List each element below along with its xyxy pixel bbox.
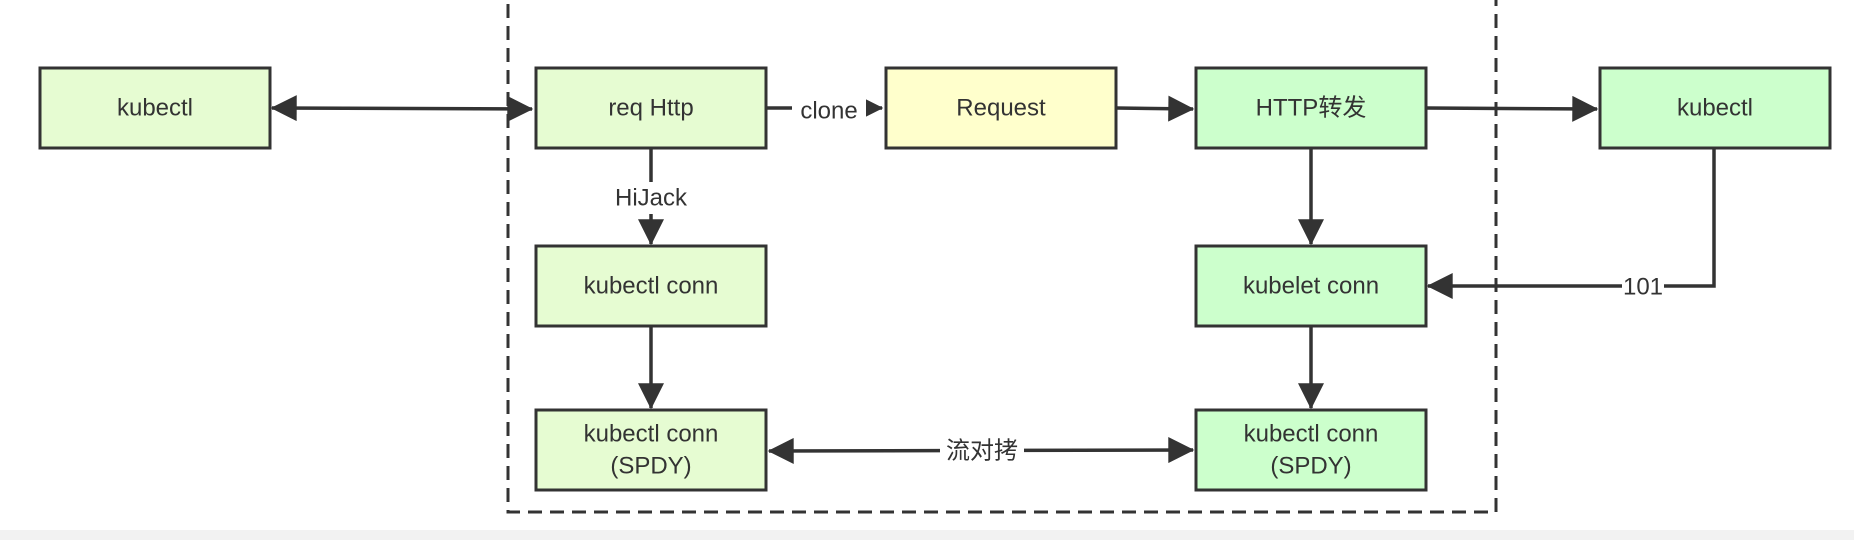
node-kubectl-conn-spdy-right-line2: (SPDY) — [1270, 452, 1351, 479]
edge-label-stream-copy: 流对拷 — [940, 434, 1024, 466]
node-request-label: Request — [956, 94, 1046, 121]
node-kubectl-conn-spdy-left-line2: (SPDY) — [610, 452, 691, 479]
node-kubectl-conn-spdy-right-line1: kubectl conn — [1244, 420, 1379, 447]
node-kubelet-conn-label: kubelet conn — [1243, 272, 1379, 299]
edge-request-http-forward — [1115, 95, 1195, 122]
node-kubectl-target: kubectl — [1598, 66, 1832, 150]
edge-label-clone-text: clone — [800, 97, 857, 124]
node-kubectl-conn-spdy-left-line1: kubectl conn — [584, 420, 719, 447]
edge-label-hijack-text: HiJack — [615, 184, 688, 211]
node-http-forward: HTTP转发 — [1194, 66, 1428, 150]
edge-label-101-text: 101 — [1623, 273, 1663, 300]
node-kubectl-conn-spdy-left: kubectl conn (SPDY) — [534, 408, 768, 492]
node-request: Request — [884, 66, 1118, 150]
node-kubectl-target-label: kubectl — [1677, 94, 1753, 121]
edge-label-hijack: HiJack — [607, 182, 695, 214]
node-kubectl-conn: kubectl conn — [534, 244, 768, 328]
node-req-http-label: req Http — [608, 94, 693, 121]
node-kubectl-client: kubectl — [38, 66, 272, 150]
edge-kubectl-kubelet-conn — [1426, 148, 1716, 299]
node-kubectl-conn-spdy-right: kubectl conn (SPDY) — [1194, 408, 1428, 492]
edge-label-101: 101 — [1622, 272, 1664, 302]
proxy-boundary — [506, 0, 1498, 514]
edge-label-clone: clone — [792, 93, 866, 125]
node-http-forward-label: HTTP转发 — [1256, 94, 1367, 121]
edge-kubectl-req-http — [270, 95, 534, 122]
node-kubelet-conn: kubelet conn — [1194, 244, 1428, 328]
edge-label-stream-copy-text: 流对拷 — [946, 437, 1018, 464]
node-req-http: req Http — [534, 66, 768, 150]
node-kubectl-conn-label: kubectl conn — [584, 272, 719, 299]
node-kubectl-client-label: kubectl — [117, 94, 193, 121]
edge-http-forward-kubectl — [1425, 95, 1599, 122]
